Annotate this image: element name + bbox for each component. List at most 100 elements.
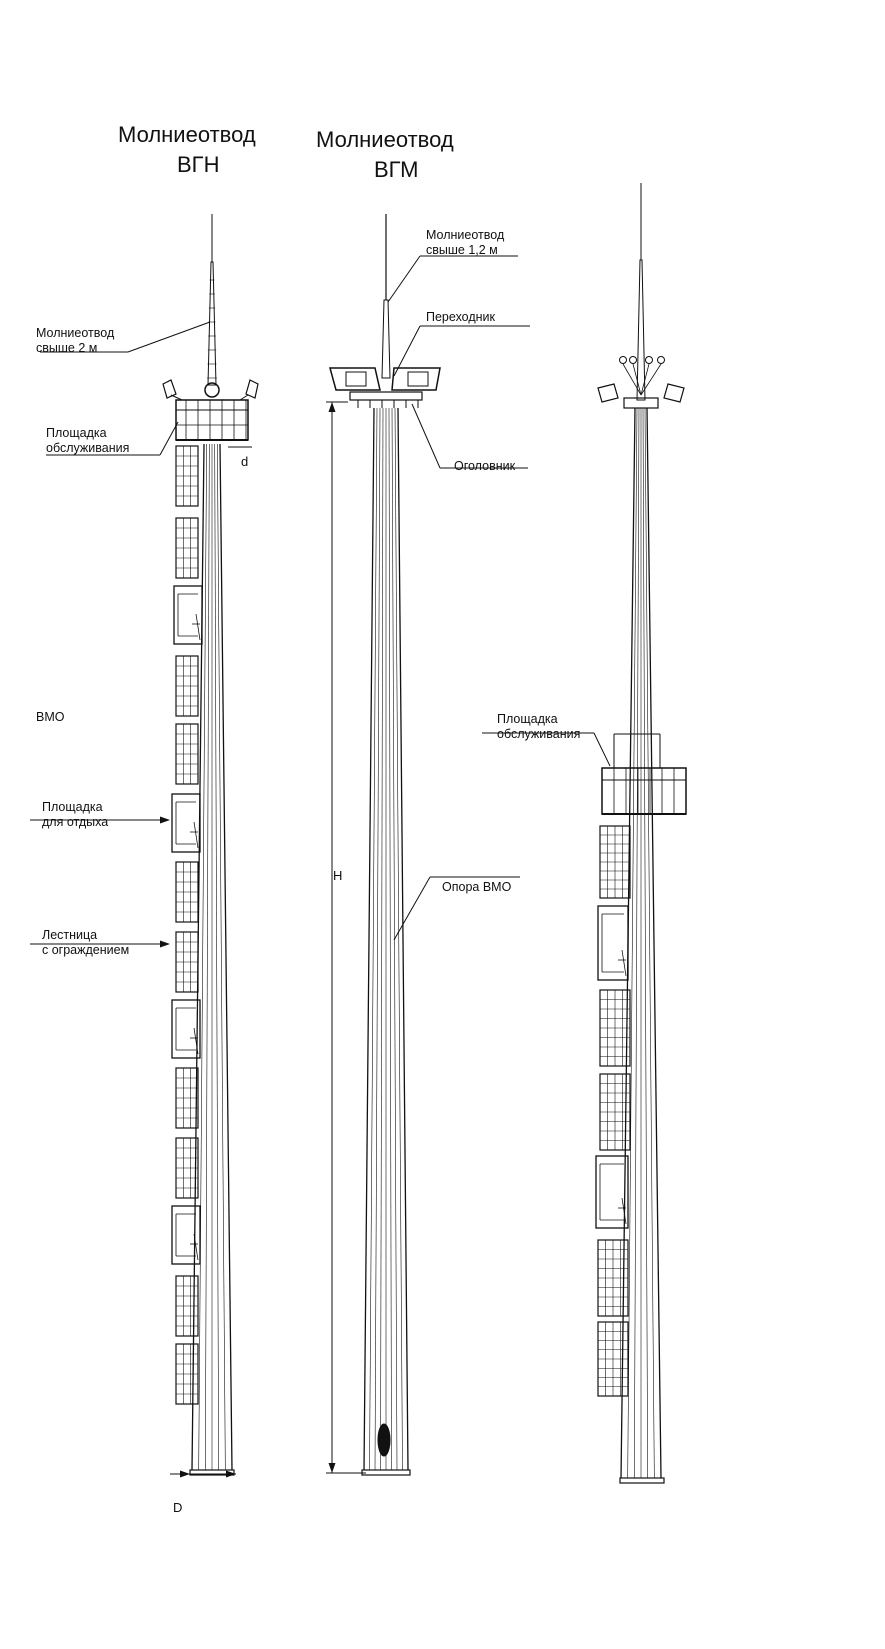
floodlight-left-right	[597, 383, 619, 403]
service-platform-right	[601, 767, 687, 815]
rest-cage-frame	[171, 793, 201, 853]
rest-cage	[171, 793, 201, 853]
floodlight-arm	[239, 394, 249, 401]
pole-right-rib	[644, 407, 655, 1479]
rest-cage	[173, 585, 203, 645]
lamp-arm	[640, 363, 650, 396]
ladder-cage	[175, 931, 199, 993]
ladder-cage-right	[599, 1073, 631, 1151]
dimension-lines	[170, 401, 366, 1478]
rest-cage-right-frame	[597, 905, 629, 981]
rest-cage-frame	[173, 585, 203, 645]
pole-vgm-rib	[363, 407, 375, 1471]
ladder-cage	[175, 1343, 199, 1405]
label-rest-platform-line1: Площадка	[42, 800, 103, 814]
leader-mast	[393, 876, 431, 941]
ladder-cage-right	[597, 1321, 629, 1397]
pole-vgm-rib	[388, 407, 392, 1471]
rest-cage-right-brace	[621, 1197, 627, 1225]
pole-right-rib	[634, 407, 640, 1479]
rest-cage	[171, 1205, 201, 1265]
label-platform-right-line2: обслуживания	[497, 727, 581, 741]
mast-right	[595, 183, 687, 1484]
lamp-bulb	[629, 356, 637, 364]
lamp-bulb	[619, 356, 627, 364]
pole-right-rib	[646, 407, 662, 1479]
leader-head	[411, 403, 441, 469]
pole-base	[189, 1469, 235, 1476]
label-rest-platform: Площадка для отдыха	[42, 800, 108, 830]
ladder-cage	[175, 1137, 199, 1199]
leader-lines	[30, 255, 611, 948]
rest-cage-brace	[193, 1233, 199, 1261]
pole-vgm-rib	[374, 407, 381, 1471]
dim-H-arrow-top	[328, 402, 336, 412]
ladder-cage	[175, 655, 199, 717]
dim-D-arrow-left	[180, 1470, 190, 1478]
arrow-ladder	[160, 940, 170, 948]
floodlight-right	[245, 379, 259, 399]
label-platform-right-line1: Площадка	[497, 712, 558, 726]
label-ladder: Лестница с ограждением	[42, 928, 129, 958]
floodlight-left-vgm	[329, 367, 381, 391]
label-mast: Опора ВМО	[442, 880, 512, 894]
rest-cage-brace	[195, 613, 201, 641]
label-rod-12m-line2: свыше 1,2 м	[426, 243, 498, 257]
label-rod-2m: Молниеотвод свыше 2 м	[36, 326, 114, 356]
pole-base-right	[619, 1477, 665, 1484]
lamp-arm	[622, 363, 642, 396]
rest-cage-brace	[193, 821, 199, 849]
pole-vgm-rib	[394, 407, 403, 1471]
rod-taper-right	[636, 259, 646, 401]
ladder-cage	[175, 445, 199, 507]
mast-vgn	[162, 214, 259, 1476]
label-platform-right: Площадка обслуживания	[497, 712, 580, 742]
leader-platform-top	[159, 421, 179, 456]
rest-cage-brace	[193, 1027, 199, 1055]
pole-vgn-rib	[214, 443, 219, 1471]
pole-right	[620, 407, 662, 1479]
pole-vgm	[363, 407, 409, 1471]
label-rod-12m-line1: Молниеотвод	[426, 228, 505, 242]
ladder-cage	[175, 861, 199, 923]
rod-taper	[207, 261, 217, 386]
lamp-right-vgm	[407, 371, 429, 387]
pole-vgm-rib	[380, 407, 384, 1471]
floodlight-right-right	[663, 383, 685, 403]
pole-vgn-rib	[205, 443, 210, 1471]
rest-cage	[171, 999, 201, 1059]
dimension-D: D	[173, 1500, 183, 1515]
label-adapter: Переходник	[426, 310, 496, 324]
label-platform-top: Площадка обслуживания	[46, 426, 129, 456]
pole-right-rib	[642, 407, 648, 1479]
leader-platform-right	[593, 732, 611, 767]
lamp-bulb	[645, 356, 653, 364]
dimension-H: H	[333, 868, 343, 883]
leader-adapter	[393, 325, 421, 377]
dim-D-arrow-right	[226, 1470, 236, 1478]
mast-vgm	[329, 214, 441, 1476]
rest-cage-right	[595, 1155, 629, 1229]
floodlight-arm	[170, 394, 183, 401]
label-ladder-line2: с ограждением	[42, 943, 130, 957]
rest-cage-right	[597, 905, 629, 981]
rest-cage-right-frame	[595, 1155, 629, 1229]
ladder-cage	[175, 1067, 199, 1129]
head-frame-vgm	[349, 391, 423, 401]
rest-cage-frame	[171, 999, 201, 1059]
title-vgn-line1: Молниеотвод	[118, 122, 256, 147]
ladder-cage-right	[597, 1239, 629, 1317]
label-platform-top-line2: обслуживания	[46, 441, 130, 455]
label-ladder-line1: Лестница	[42, 928, 98, 942]
floodlight-right-vgm	[391, 367, 441, 391]
ladder-cage	[175, 517, 199, 579]
leader-rod-12m	[387, 255, 421, 303]
pole-vgm-rib	[369, 407, 378, 1471]
lamp-arm	[632, 363, 642, 396]
dim-H-arrow-bottom	[328, 1463, 336, 1473]
lamp-left-vgm	[345, 371, 367, 387]
lamp-bulb	[657, 356, 665, 364]
service-hatch	[377, 1423, 391, 1457]
